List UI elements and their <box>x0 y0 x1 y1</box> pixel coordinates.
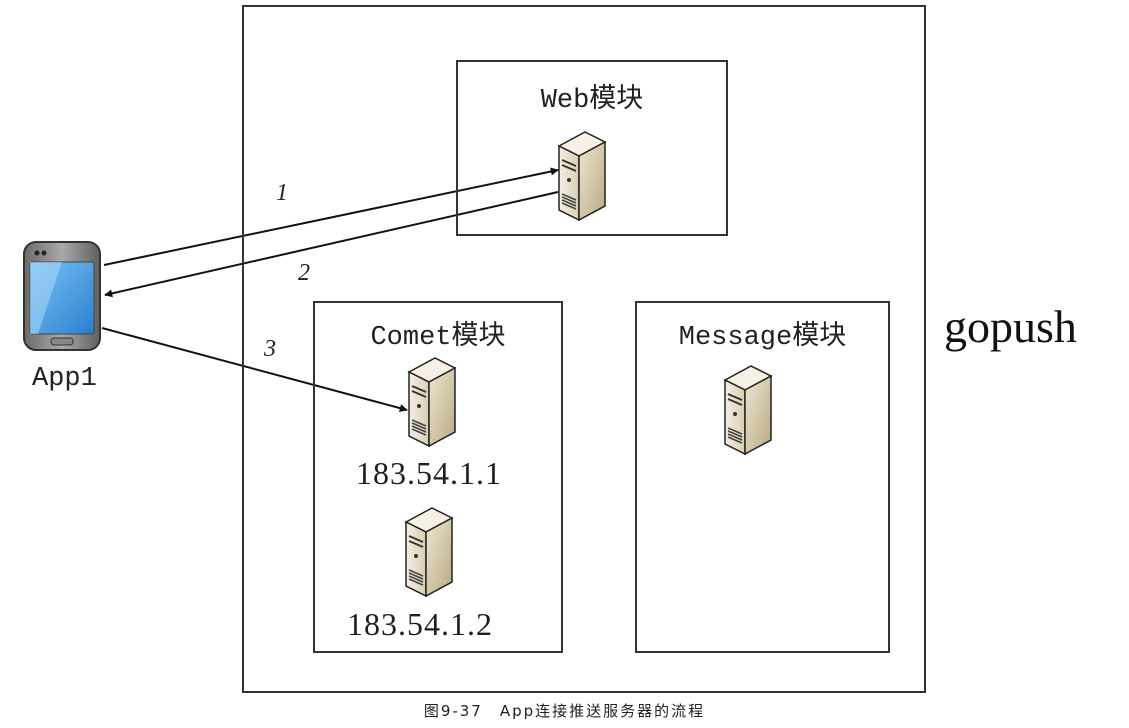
comet-module-title: Comet模块 <box>370 323 506 353</box>
arrow-step-2 <box>104 191 559 298</box>
step-label-1: 1 <box>276 180 288 206</box>
smartphone-icon <box>23 241 101 351</box>
gopush-label: gopush <box>944 301 1077 352</box>
gopush-boundary <box>242 5 926 693</box>
step-label-3: 3 <box>264 336 276 362</box>
message-module-title: Message模块 <box>678 323 847 353</box>
web-module: Web模块 <box>456 60 728 236</box>
app-label: App1 <box>32 364 97 394</box>
figure-caption: 图9-37 App连接推送服务器的流程 <box>423 702 706 720</box>
message-module: Message模块 <box>635 301 890 653</box>
arrow-step-1 <box>103 167 559 266</box>
step-label-2: 2 <box>298 260 310 286</box>
comet-server-2-ip: 183.54.1.2 <box>347 606 493 642</box>
comet-server-1-ip: 183.54.1.1 <box>356 455 502 491</box>
web-module-title: Web模块 <box>540 86 644 116</box>
comet-module: Comet模块 <box>313 301 563 653</box>
arrow-step-3 <box>101 327 408 412</box>
